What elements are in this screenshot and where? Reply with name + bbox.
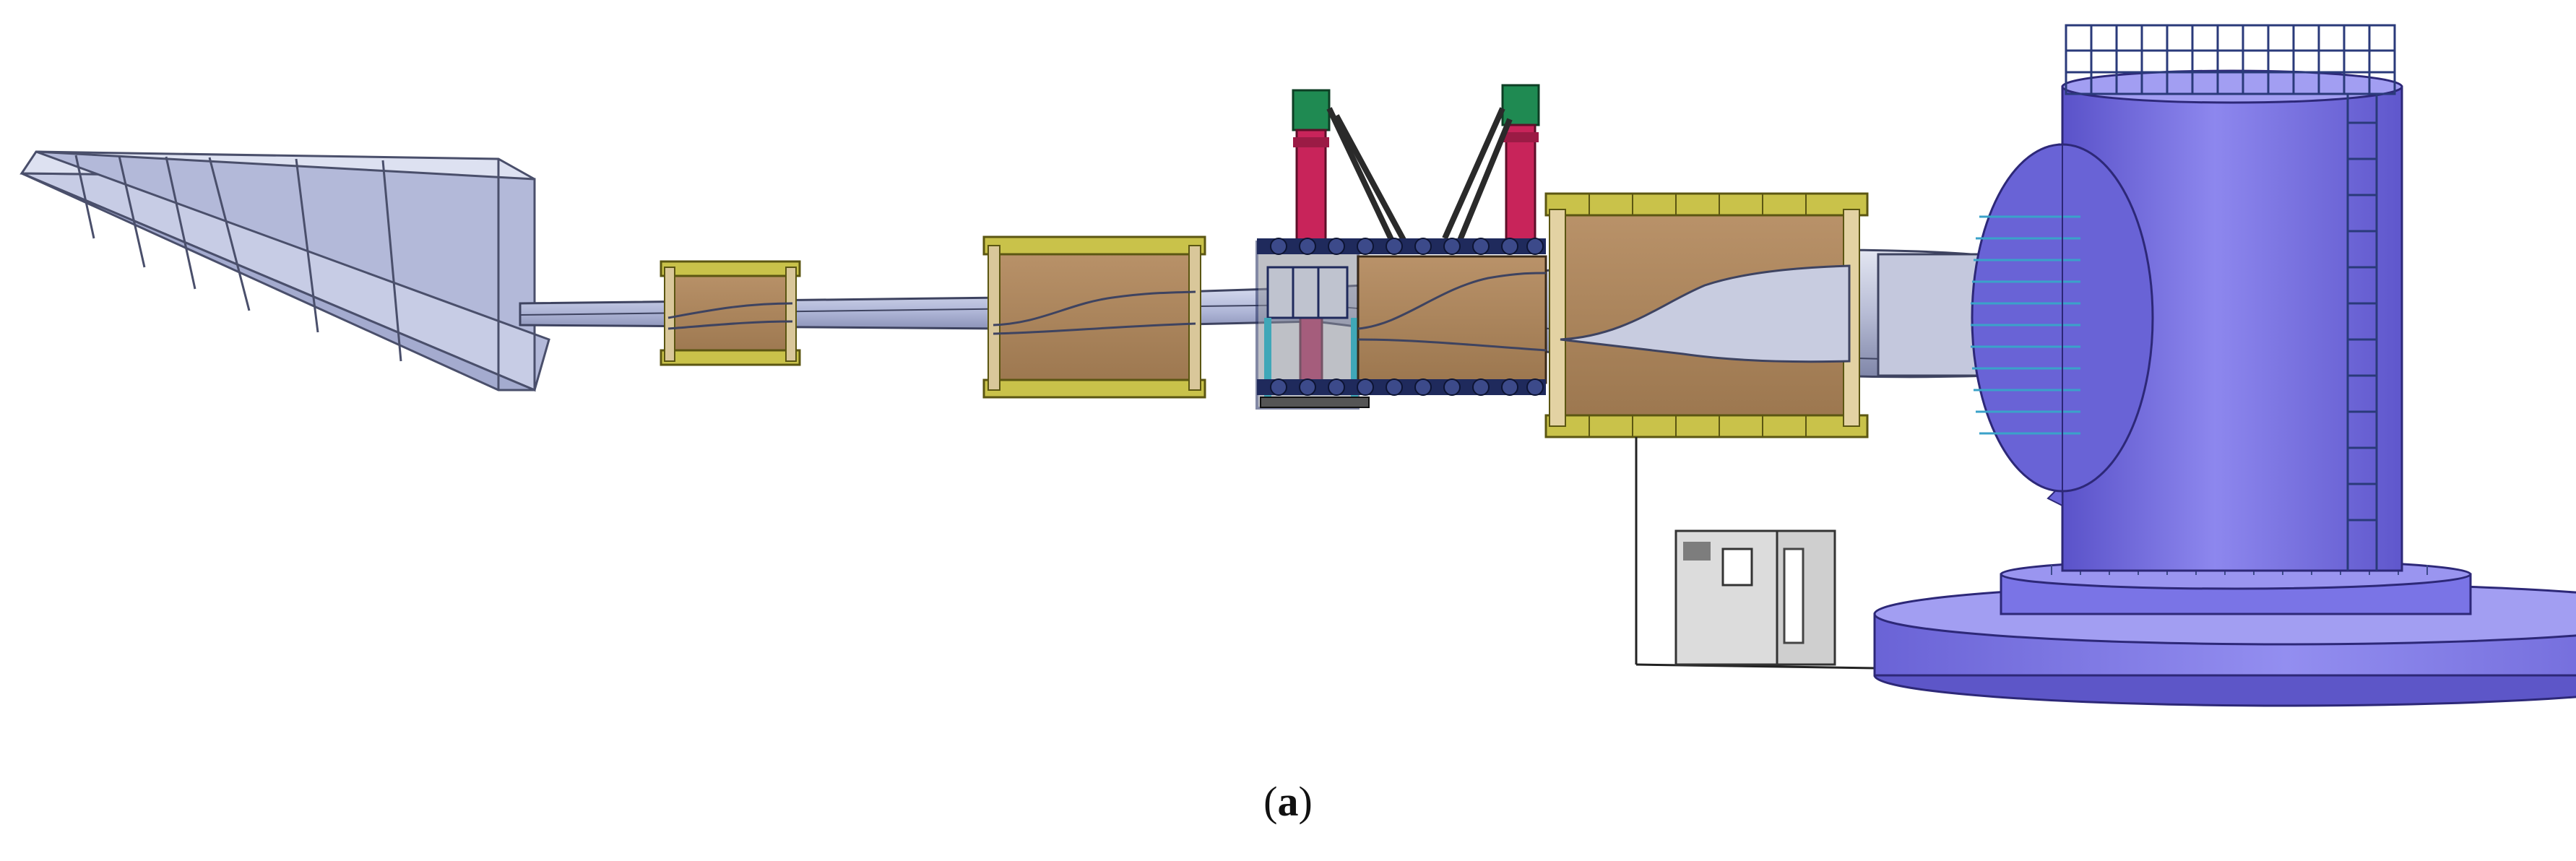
caption-open-paren: ( [1263, 778, 1278, 825]
hydraulic-actuator-frame [1255, 84, 1547, 410]
figure-caption: (a) [0, 776, 2576, 827]
caption-letter: a [1277, 778, 1299, 825]
load-clamp-2 [982, 235, 1206, 399]
blade-tip-wedge [20, 150, 550, 392]
caption-close-paren: ) [1298, 778, 1313, 825]
load-clamp-3 [1544, 192, 1869, 665]
control-cabinet [1635, 529, 1875, 670]
test-bed-tower [1873, 24, 2576, 707]
load-clamp-1 [660, 260, 801, 366]
